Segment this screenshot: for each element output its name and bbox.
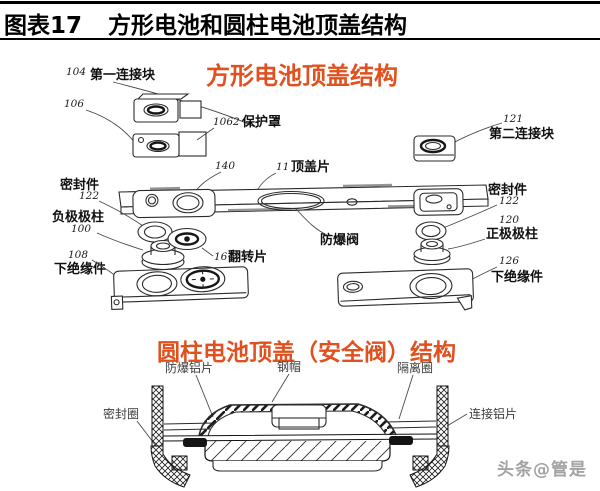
- leader-1062: [196, 127, 215, 141]
- label-121: 121: [503, 113, 523, 125]
- leader-120: [447, 238, 486, 250]
- lower-insulator-left-drawing: [110, 266, 249, 310]
- burst-valve-oval: [257, 190, 325, 212]
- cap-button: [271, 404, 327, 428]
- figure-title: 方形电池和圆柱电池顶盖结构: [108, 13, 408, 39]
- label-top-cover-sheet: 顶盖片: [291, 159, 330, 175]
- label-126: 126: [499, 255, 519, 267]
- leader-16: [201, 247, 214, 257]
- lower-insulator-right-drawing: [337, 268, 474, 311]
- square-section-title: 方形电池顶盖结构: [206, 61, 398, 90]
- battery-diagram: 方形电池顶盖结构 104 第一连接块 106 1062 保护罩 140 11 顶: [52, 61, 587, 488]
- label-second-connector: 第二连接块: [489, 126, 555, 142]
- label-positive-post: 正极极柱: [486, 226, 538, 242]
- left-foot: [150, 445, 191, 488]
- label-lower-insulator-right: 下绝缘件: [491, 269, 543, 285]
- label-protective-cover: 保护罩: [241, 114, 281, 130]
- label-16: 16: [214, 251, 228, 263]
- leader-106: [85, 109, 136, 144]
- leader-burst-valve: [295, 208, 328, 236]
- positive-post-drawing: [413, 238, 451, 266]
- figure-title-bar: 图表17 方形电池和圆柱电池顶盖结构: [4, 6, 596, 39]
- label-seal-ring: 密封圈: [103, 406, 139, 421]
- second-block-drawing: [132, 131, 207, 158]
- label-seal-left: 密封件: [59, 177, 99, 193]
- right-seal-ring-drawing: [415, 221, 447, 241]
- label-connector-foil: 连接铝片: [469, 406, 517, 421]
- right-foot: [409, 445, 450, 488]
- cylinder-section-title: 圆柱电池顶盖（安全阀）结构: [157, 339, 456, 366]
- label-11: 11: [276, 161, 289, 173]
- watermark: 头条@管是: [497, 459, 587, 480]
- cylindrical-cap-cross-section: [150, 385, 450, 488]
- leader-isolation-ring: [398, 374, 414, 420]
- label-flip-sheet: 翻转片: [228, 249, 267, 265]
- label-108: 108: [68, 249, 88, 261]
- label-burst-foil: 防爆铝片: [165, 360, 213, 375]
- second-connector-block-drawing: [413, 135, 456, 162]
- top-cover-plate-drawing: [118, 183, 489, 219]
- label-140: 140: [215, 160, 235, 172]
- label-steel-cap: 钢帽: [277, 359, 301, 374]
- title-underline: [0, 38, 600, 40]
- right-wall: [436, 385, 449, 447]
- leader-burst-foil: [195, 374, 214, 418]
- leader-100: [96, 232, 144, 251]
- figure-number: 图表17: [4, 13, 83, 39]
- label-106: 106: [64, 98, 84, 110]
- right-gasket: [389, 436, 413, 445]
- label-104: 104: [66, 66, 86, 78]
- flip-sheet-drawing: [167, 227, 207, 251]
- left-seal-ring-drawing: [137, 221, 173, 243]
- top-rule: [0, 1, 600, 4]
- leader-connector-foil: [446, 413, 468, 427]
- label-120: 120: [499, 214, 519, 226]
- label-negative-post: 负极极柱: [52, 209, 104, 225]
- leader-122-left: [98, 200, 144, 227]
- label-seal-right: 密封件: [487, 182, 527, 198]
- first-connector-block-drawing: [133, 93, 202, 123]
- label-lower-insulator-left: 下绝缘件: [54, 261, 106, 277]
- leader-steel-cap: [271, 373, 290, 403]
- label-1062: 1062: [213, 116, 240, 128]
- label-first-connector: 第一连接块: [90, 67, 156, 83]
- negative-post-drawing: [141, 239, 185, 271]
- label-isolation-ring: 隔离圈: [397, 360, 433, 375]
- label-burst-valve: 防爆阀: [320, 232, 359, 248]
- label-122-right: 122: [499, 195, 519, 207]
- leader-122-right: [442, 204, 498, 229]
- vent-tray: [204, 441, 391, 462]
- label-122-left: 122: [79, 190, 99, 202]
- left-wall: [151, 385, 164, 447]
- left-gasket: [183, 438, 207, 447]
- label-100: 100: [71, 223, 91, 235]
